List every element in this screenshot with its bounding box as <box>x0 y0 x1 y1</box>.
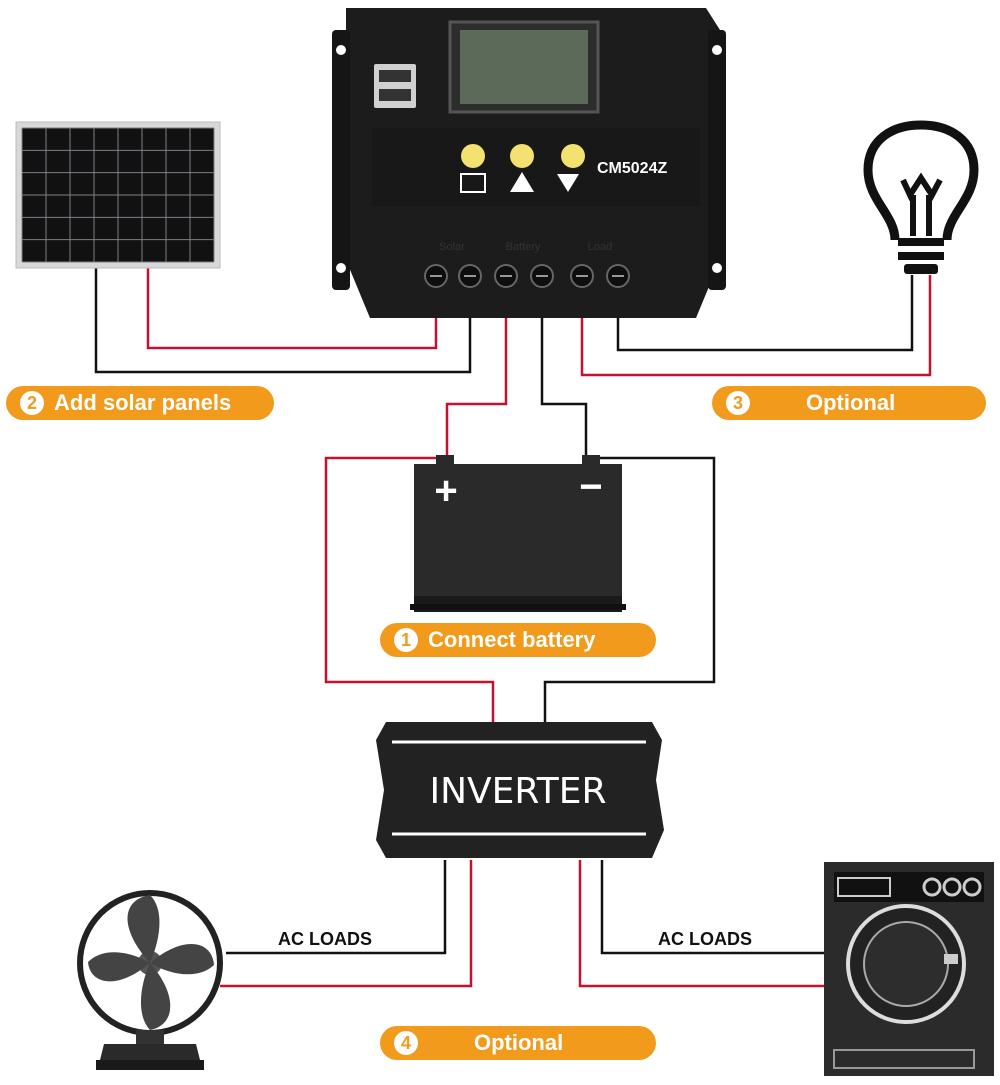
step-number-badge: 4 <box>394 1031 418 1055</box>
fan-negative-wire <box>226 860 447 955</box>
model-label: CM5024Z <box>597 160 667 177</box>
terminal-screw <box>530 264 554 288</box>
ac-loads-right-label: AC LOADS <box>658 929 752 949</box>
terminal-screw <box>570 264 594 288</box>
light-bulb-icon <box>863 120 979 274</box>
terminal-label-solar: Solar <box>439 241 465 253</box>
step-label: Connect battery <box>428 627 596 652</box>
inverter-positive-wire <box>324 456 495 722</box>
step-label: Optional <box>806 390 896 415</box>
washing-machine-icon <box>824 862 994 1076</box>
wires <box>94 268 932 988</box>
battery-icon: + − <box>410 455 626 612</box>
load-negative-wire <box>616 275 914 352</box>
washer-negative-wire <box>600 860 826 955</box>
step-pill-2: 2 Add solar panels <box>6 386 274 420</box>
step-label: Add solar panels <box>54 390 232 415</box>
step-number-badge: 2 <box>20 391 44 415</box>
terminal-screw <box>606 264 630 288</box>
up-button <box>510 144 534 168</box>
step-number-badge: 3 <box>726 391 750 415</box>
solar-panel-icon <box>15 121 221 269</box>
step-pill-4: 4 Optional <box>380 1026 656 1060</box>
inverter-label: INVERTER <box>429 771 606 812</box>
step-label: Optional <box>474 1030 564 1055</box>
ac-loads-left-label: AC LOADS <box>278 929 372 949</box>
charge-controller: CM5024Z Solar Battery Load <box>332 8 726 318</box>
washer-positive-wire <box>578 860 826 988</box>
down-button <box>561 144 585 168</box>
usb-ports <box>374 64 416 108</box>
inverter-box: INVERTER <box>376 722 664 858</box>
battery-positive-wire <box>445 318 508 458</box>
step-number-badge: 1 <box>394 628 418 652</box>
solar-negative-wire <box>94 268 472 374</box>
battery-plus-label: + <box>434 469 457 513</box>
battery-negative-wire <box>540 318 588 458</box>
terminal-label-battery: Battery <box>506 241 541 253</box>
terminal-screw <box>458 264 482 288</box>
menu-button <box>461 144 485 168</box>
fan-icon <box>77 890 223 1070</box>
battery-minus-label: − <box>579 465 602 509</box>
step-pill-3: 3 Optional <box>712 386 986 420</box>
solar-positive-wire <box>146 268 438 350</box>
terminal-screw <box>494 264 518 288</box>
terminal-screw <box>424 264 448 288</box>
step-pill-1: 1 Connect battery <box>380 623 656 657</box>
inverter-negative-wire <box>543 456 716 722</box>
fan-positive-wire <box>220 860 473 988</box>
load-positive-wire <box>580 275 932 377</box>
terminal-label-load: Load <box>588 241 612 253</box>
